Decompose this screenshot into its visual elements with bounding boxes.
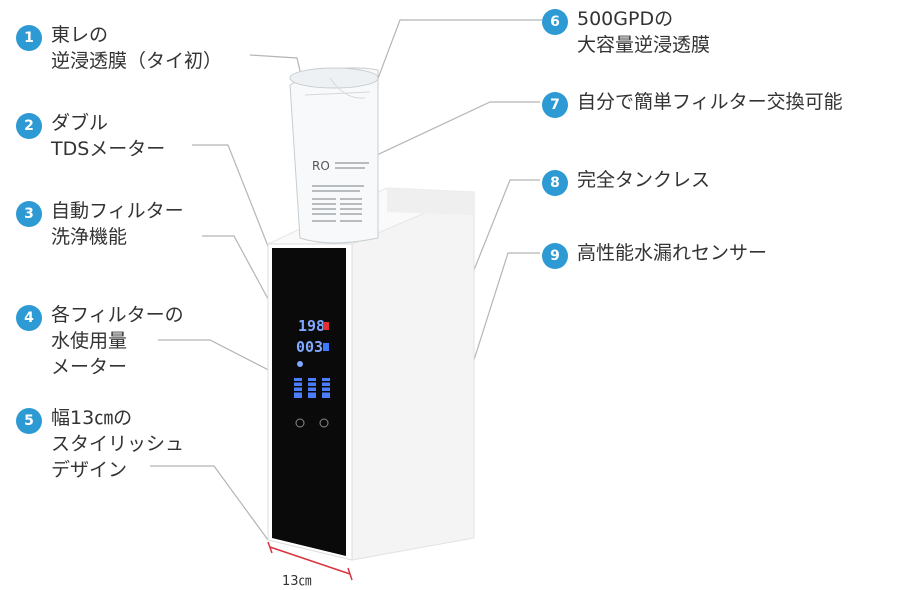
callout-label: 各フィルターの 水使用量 メーター (51, 302, 184, 380)
callout-8: 8 完全タンクレス (542, 167, 710, 196)
callout-line: TDSメーター (51, 138, 166, 160)
callout-1: 1 東レの 逆浸透膜（タイ初） (16, 22, 222, 74)
callout-line: スタイリッシュ (51, 433, 185, 455)
filter-cartridge: RO (289, 67, 379, 244)
callout-line: 完全タンクレス (577, 169, 711, 191)
callout-label: 自分で簡単フィルター交換可能 (577, 89, 843, 115)
power-button (295, 418, 305, 428)
callout-number-badge: 8 (542, 170, 568, 196)
callout-label: 高性能水漏れセンサー (577, 240, 767, 266)
callout-line: 自動フィルター (51, 200, 184, 222)
callout-number-badge: 7 (542, 92, 568, 118)
callout-line: 高性能水漏れセンサー (577, 242, 768, 264)
callout-line: 東レの (51, 24, 109, 46)
callout-7: 7 自分で簡単フィルター交換可能 (542, 89, 843, 118)
cartridge-logo: RO (312, 159, 330, 173)
callout-line: メーター (51, 356, 128, 378)
callout-line: 大容量逆浸透膜 (577, 34, 711, 56)
callout-label: 幅13㎝の スタイリッシュ デザイン (51, 405, 184, 483)
callout-label: 東レの 逆浸透膜（タイ初） (51, 22, 222, 74)
callout-label: 500GPDの 大容量逆浸透膜 (577, 6, 710, 58)
callout-number-badge: 5 (16, 408, 42, 434)
panel-buttons (295, 418, 329, 428)
callout-number-badge: 2 (16, 113, 42, 139)
tds-output-readout: 003 (296, 338, 323, 356)
callout-line: ダブル (51, 112, 109, 134)
callout-number-badge: 9 (542, 243, 568, 269)
front-glass-panel (272, 248, 346, 556)
width-dimension-line (267, 541, 353, 581)
callout-line: 洗浄機能 (51, 226, 128, 248)
callout-number-badge: 3 (16, 201, 42, 227)
leader-lines (150, 19, 542, 541)
callout-number-badge: 1 (16, 25, 42, 51)
callout-6: 6 500GPDの 大容量逆浸透膜 (542, 6, 710, 58)
callout-label: ダブル TDSメーター (51, 110, 165, 162)
tds-input-readout: 198 (298, 317, 325, 335)
callout-line: 幅13㎝の (51, 407, 133, 429)
callout-line: 各フィルターの (51, 304, 184, 326)
callout-line: 水使用量 (51, 330, 128, 352)
tds-out-indicator (323, 343, 329, 351)
callout-number-badge: 4 (16, 305, 42, 331)
callout-line: 自分で簡単フィルター交換可能 (577, 91, 843, 113)
tds-in-indicator (323, 322, 329, 330)
callout-label: 完全タンクレス (577, 167, 710, 193)
filter-usage-meters (294, 378, 330, 398)
callout-line: 逆浸透膜（タイ初） (51, 50, 223, 72)
callout-3: 3 自動フィルター 洗浄機能 (16, 198, 184, 250)
callout-number-badge: 6 (542, 9, 568, 35)
callout-4: 4 各フィルターの 水使用量 メーター (16, 302, 184, 380)
status-icon (297, 361, 303, 367)
flush-button (319, 418, 329, 428)
callout-label: 自動フィルター 洗浄機能 (51, 198, 184, 250)
width-dimension-label: 13㎝ (282, 574, 312, 589)
callout-line: 500GPDの (577, 8, 674, 30)
callout-9: 9 高性能水漏れセンサー (542, 240, 767, 269)
callout-2: 2 ダブル TDSメーター (16, 110, 165, 162)
callout-line: デザイン (51, 459, 128, 481)
callout-5: 5 幅13㎝の スタイリッシュ デザイン (16, 405, 184, 483)
